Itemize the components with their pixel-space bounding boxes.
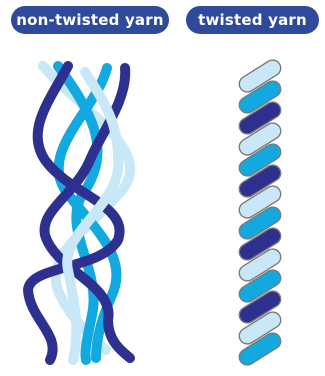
non-twisted-yarn-strands bbox=[28, 66, 130, 360]
twisted-yarn-rope bbox=[236, 57, 283, 368]
